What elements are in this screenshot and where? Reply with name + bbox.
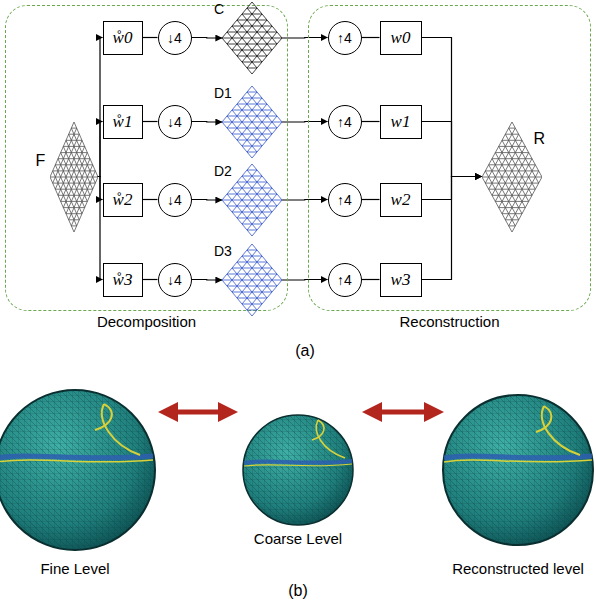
filter-box: ẘ2	[103, 183, 143, 217]
filter-label: w0	[391, 28, 411, 48]
signal-connector	[422, 177, 482, 280]
sampling-circle: ↑4	[328, 263, 362, 297]
mesh-label: C	[214, 1, 224, 17]
signal-connector	[143, 121, 158, 122]
triangle-mesh	[222, 2, 282, 74]
sampling-label: ↓4	[167, 192, 182, 208]
mesh-shape: C	[222, 2, 282, 74]
filter-box: ẘ1	[103, 105, 143, 139]
stage-region: Reconstruction↑4↑4↑4↑4w0w1w2w3R	[308, 5, 591, 311]
mesh-shape: R	[482, 122, 542, 232]
sampling-label: ↓4	[167, 114, 182, 130]
filter-box: w2	[380, 183, 422, 217]
mesh-shape: D2	[222, 164, 282, 236]
triangle-mesh	[50, 122, 98, 232]
signal-connector	[282, 37, 328, 39]
filter-label: w1	[391, 112, 411, 132]
sampling-label: ↓4	[167, 272, 182, 288]
signal-connector	[282, 279, 328, 281]
mesh-shape: F	[50, 122, 98, 232]
signal-connector	[143, 37, 158, 38]
mesh-label: D2	[214, 163, 232, 179]
sampling-label: ↑4	[337, 192, 352, 208]
sampling-circle: ↓4	[158, 105, 192, 139]
level-label: Reconstructed level	[452, 560, 584, 577]
mesh-shape: D3	[222, 244, 282, 316]
filter-label: ẘ3	[113, 270, 133, 290]
mesh-label: R	[534, 130, 546, 148]
signal-connector	[362, 121, 380, 122]
reconstructed-sphere	[443, 395, 593, 545]
sampling-circle: ↑4	[328, 21, 362, 55]
filter-box: w0	[380, 21, 422, 55]
double-arrow	[372, 410, 434, 415]
mesh-label: D3	[214, 243, 232, 259]
sampling-circle: ↑4	[328, 183, 362, 217]
sampling-label: ↓4	[167, 30, 182, 46]
panel-label: (b)	[288, 582, 308, 600]
signal-connector	[282, 199, 328, 201]
filter-label: ẘ2	[113, 190, 133, 210]
mesh-label: F	[36, 152, 46, 170]
sampling-circle: ↓4	[158, 263, 192, 297]
signal-connector	[192, 121, 223, 123]
filter-box: ẘ0	[103, 21, 143, 55]
signal-connector	[362, 279, 380, 280]
filter-label: w3	[391, 270, 411, 290]
filter-box: ẘ3	[103, 263, 143, 297]
double-arrow	[168, 410, 228, 415]
stage-title: Reconstruction	[309, 313, 590, 330]
signal-connector	[192, 279, 223, 281]
mesh-shape: D1	[222, 86, 282, 158]
coarse-sphere	[243, 415, 353, 525]
signal-connector	[362, 199, 380, 200]
signal-connector	[422, 38, 482, 177]
signal-connector	[192, 199, 223, 201]
sampling-circle: ↑4	[328, 105, 362, 139]
filter-box: w1	[380, 105, 422, 139]
sampling-label: ↑4	[337, 272, 352, 288]
level-label: Coarse Level	[254, 530, 342, 547]
signal-connector	[143, 199, 158, 200]
signal-connector	[422, 122, 482, 177]
signal-connector	[192, 37, 223, 39]
signal-connector	[143, 279, 158, 280]
stage-region: DecompositionFẘ0ẘ1ẘ2ẘ3↓4↓4↓4↓4	[5, 5, 288, 311]
sampling-label: ↑4	[337, 114, 352, 130]
filter-label: ẘ0	[113, 28, 133, 48]
filter-label: ẘ1	[113, 112, 133, 132]
triangle-mesh	[482, 122, 542, 232]
signal-connector	[282, 121, 328, 123]
stage-title: Decomposition	[6, 313, 287, 330]
filter-box: w3	[380, 263, 422, 297]
level-label: Fine Level	[40, 560, 109, 577]
sampling-circle: ↓4	[158, 183, 192, 217]
fine-sphere	[0, 390, 155, 550]
mesh-label: D1	[214, 85, 232, 101]
sampling-label: ↑4	[337, 30, 352, 46]
sampling-circle: ↓4	[158, 21, 192, 55]
filter-label: w2	[391, 190, 411, 210]
panel-label: (a)	[295, 342, 315, 360]
signal-connector	[362, 37, 380, 38]
